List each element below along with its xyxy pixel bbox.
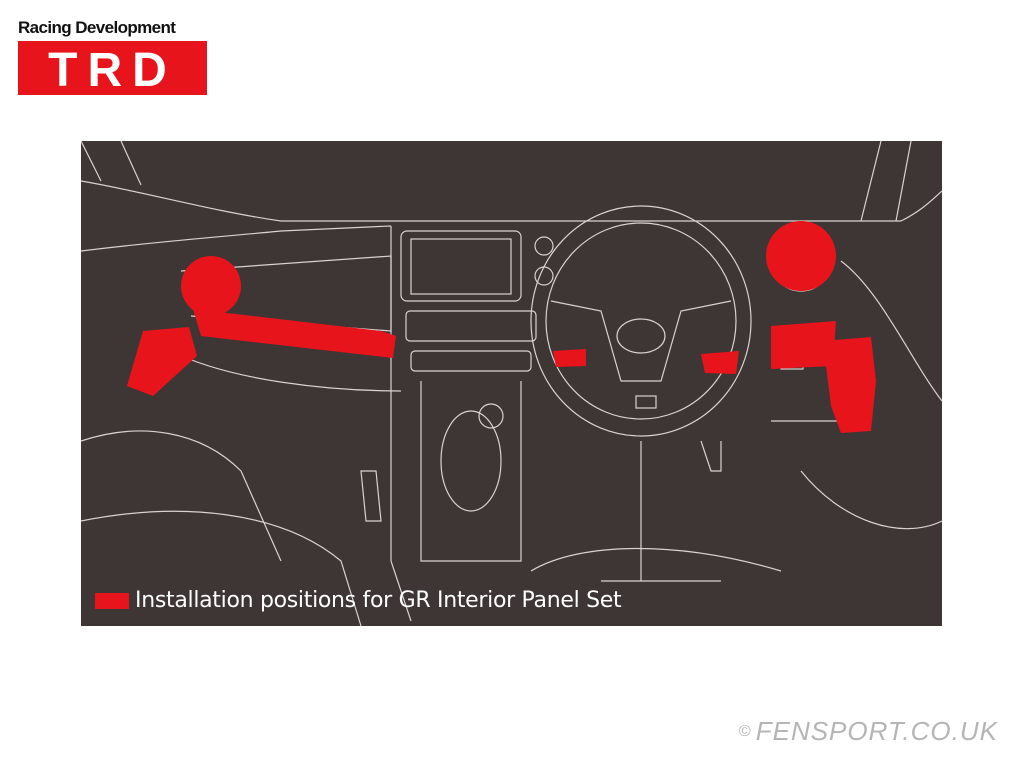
watermark: ©FENSPORT.CO.UK <box>739 716 998 747</box>
logo-tagline: Racing Development <box>18 18 176 37</box>
right-steering-switch-trim <box>701 351 739 374</box>
legend-swatch <box>95 592 129 609</box>
right-vent-ring <box>766 221 836 291</box>
left-steering-switch-trim <box>553 349 586 367</box>
right-dash-strip <box>771 321 836 369</box>
watermark-text: FENSPORT.CO.UK <box>755 716 998 746</box>
highlighted-panels <box>127 221 876 433</box>
legend: Installation positions for GR Interior P… <box>95 588 622 613</box>
left-vent-ring <box>181 256 241 316</box>
right-door-switch-panel <box>823 337 876 433</box>
left-door-switch-panel <box>127 327 197 396</box>
logo-badge: TRD <box>18 41 207 97</box>
interior-diagram: Installation positions for GR Interior P… <box>81 141 942 626</box>
trd-logo: Racing Development TRD <box>18 18 208 97</box>
left-dash-strip <box>193 309 396 358</box>
copyright-symbol: © <box>738 723 752 740</box>
legend-label: Installation positions for GR Interior P… <box>135 588 622 613</box>
logo-brand: TRD <box>48 44 177 97</box>
